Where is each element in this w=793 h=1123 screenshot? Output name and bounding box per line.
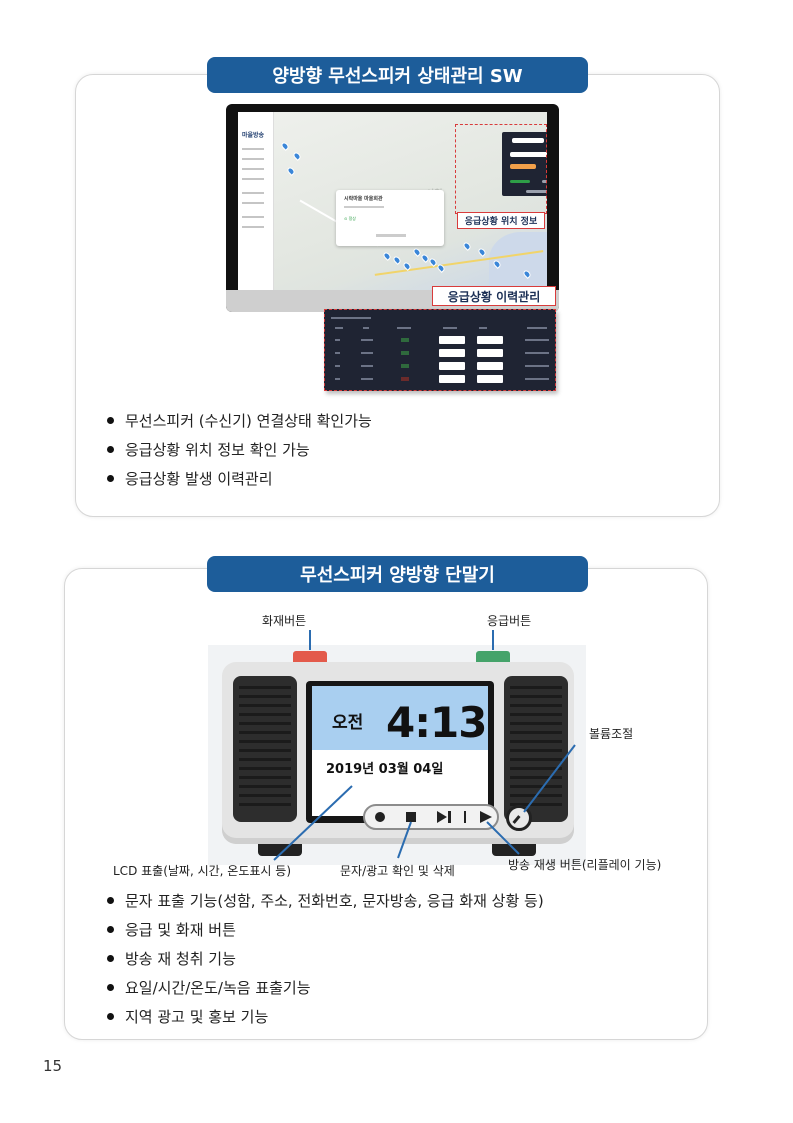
lcd-time: 4:13 (386, 698, 487, 747)
table-row[interactable] (331, 336, 551, 344)
message-label: 문자/광고 확인 및 삭제 (340, 864, 455, 878)
left-speaker (233, 676, 297, 822)
emergency-button[interactable] (476, 651, 510, 664)
app-sidebar: 마을방송 (238, 112, 274, 290)
bullet-icon (107, 926, 114, 933)
panel-chip (510, 152, 547, 157)
app-brand: 마을방송 (242, 132, 265, 139)
table-row[interactable] (331, 362, 551, 370)
popup-detail-button[interactable] (376, 234, 406, 237)
bullet-icon (107, 897, 114, 904)
control-bar (363, 804, 499, 830)
popup-status: ⊙ 정상 (344, 216, 356, 221)
map-view: 시청 시락마을 마을회관 ⊙ 정상 (274, 112, 547, 290)
volume-label: 볼륨조절 (589, 727, 634, 741)
popup-title: 시락마을 마을회관 (344, 196, 383, 202)
sidebar-line (242, 178, 264, 180)
map-pin-icon[interactable] (382, 251, 392, 261)
list-item: 응급 및 화재 버튼 (107, 915, 544, 944)
lcd-date: 2019년 03월 04일 (326, 762, 444, 777)
map-pin-icon[interactable] (286, 166, 296, 176)
history-table (324, 309, 556, 391)
sidebar-line (242, 168, 264, 170)
table-header (331, 324, 551, 332)
bullet-icon (107, 1013, 114, 1020)
stop-icon[interactable] (406, 812, 416, 822)
sidebar-line (242, 158, 264, 160)
list-item: 방송 재 청취 기능 (107, 944, 544, 973)
lcd-time-area (312, 686, 488, 750)
bullet-icon (107, 417, 114, 424)
panel-status (510, 180, 530, 183)
panel-button (526, 190, 547, 193)
map-pin-icon[interactable] (477, 247, 487, 257)
lcd-label: LCD 표출(날짜, 시간, 온도표시 등) (113, 864, 291, 878)
page-number: 15 (43, 1057, 63, 1075)
next-track-icon[interactable] (437, 811, 451, 825)
device-foot (492, 844, 536, 856)
record-icon[interactable] (375, 812, 385, 822)
lcd-display: 오전 4:13 2019년 03월 04일 (312, 686, 488, 816)
monitor-illustration: 마을방송 시청 (226, 104, 559, 312)
table-row[interactable] (331, 375, 551, 383)
map-pin-icon[interactable] (462, 241, 472, 251)
fire-button-label: 화재버튼 (262, 614, 307, 628)
sw-section-title: 양방향 무선스피커 상태관리 SW (207, 57, 588, 93)
device-section-title: 무선스피커 양방향 단말기 (207, 556, 588, 592)
device-foot (258, 844, 302, 856)
fire-button[interactable] (293, 651, 327, 664)
panel-status (542, 180, 547, 183)
location-popup[interactable]: 시락마을 마을회관 ⊙ 정상 (336, 190, 444, 246)
table-row[interactable] (331, 349, 551, 357)
sw-feature-list: 무선스피커 (수신기) 연결상태 확인가능 응급상황 위치 정보 확인 가능 응… (107, 406, 372, 493)
emergency-button-label: 응급버튼 (487, 614, 532, 628)
bullet-icon (107, 984, 114, 991)
popup-address (344, 206, 384, 208)
lcd-ampm: 오전 (332, 713, 364, 733)
sidebar-line (242, 148, 264, 150)
divider-icon (464, 811, 466, 823)
list-item: 요일/시간/온도/녹음 표출기능 (107, 973, 544, 1002)
map-pin-icon[interactable] (292, 151, 302, 161)
location-info-label: 응급상황 위치 정보 (457, 212, 545, 229)
sidebar-line (242, 192, 264, 194)
right-speaker (504, 676, 568, 822)
bullet-icon (107, 475, 114, 482)
list-item: 무선스피커 (수신기) 연결상태 확인가능 (107, 406, 372, 435)
sidebar-line (242, 226, 264, 228)
panel-chip (512, 138, 544, 143)
map-pin-icon[interactable] (392, 255, 402, 265)
volume-knob-icon[interactable] (506, 805, 532, 831)
bullet-icon (107, 446, 114, 453)
list-item: 문자 표출 기능(성함, 주소, 전화번호, 문자방송, 응급 화재 상황 등) (107, 886, 544, 915)
list-item: 응급상황 위치 정보 확인 가능 (107, 435, 372, 464)
replay-label: 방송 재생 버튼(리플레이 기능) (508, 858, 662, 872)
sidebar-line (242, 202, 264, 204)
emergency-panel (502, 132, 547, 196)
list-item: 응급상황 발생 이력관리 (107, 464, 372, 493)
sidebar-line (242, 216, 264, 218)
table-header (331, 314, 551, 322)
history-label: 응급상황 이력관리 (432, 286, 556, 306)
map-pin-icon[interactable] (280, 141, 290, 151)
panel-alert-chip (510, 164, 536, 169)
list-item: 지역 광고 및 홍보 기능 (107, 1002, 544, 1031)
bullet-icon (107, 955, 114, 962)
location-highlight-box (455, 124, 547, 214)
play-icon[interactable] (480, 811, 492, 825)
device-feature-list: 문자 표출 기능(성함, 주소, 전화번호, 문자방송, 응급 화재 상황 등)… (107, 886, 544, 1031)
monitor-screen: 마을방송 시청 (238, 112, 547, 290)
